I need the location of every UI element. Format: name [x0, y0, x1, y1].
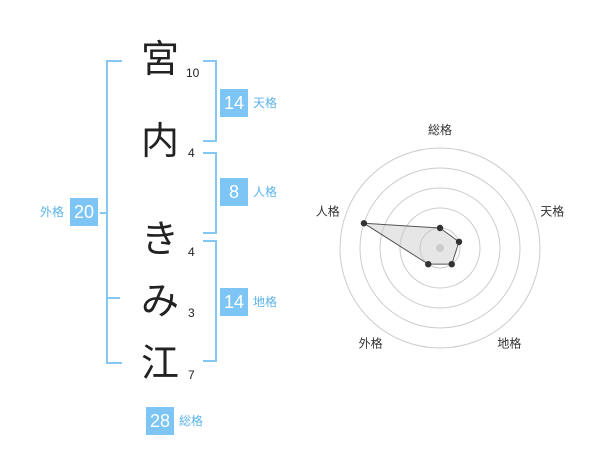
- radar-axis-label: 人格: [316, 204, 340, 219]
- radar-axis-label: 天格: [540, 204, 564, 219]
- gaikaku-connector: [100, 212, 106, 214]
- jinkaku-label: 人格: [253, 185, 278, 199]
- radar-ring: [379, 187, 501, 309]
- gaikaku-bracket-tick: [106, 297, 120, 299]
- radar-area: [363, 222, 460, 265]
- radar-center: [436, 244, 444, 252]
- radar-point: [360, 220, 368, 227]
- radar-point: [425, 260, 432, 268]
- name-char: き: [140, 217, 179, 261]
- tenkaku-label: 天格: [253, 96, 278, 110]
- name-char: 宮: [140, 37, 179, 81]
- gaikaku-bracket: [106, 60, 122, 364]
- radar-ring: [339, 147, 541, 349]
- stroke-count: 3: [188, 306, 195, 320]
- name-char: 江: [140, 341, 179, 385]
- tenkaku-bracket: [203, 60, 217, 142]
- name-char: み: [140, 279, 179, 323]
- radar-point: [436, 224, 444, 232]
- soukaku-value: 28: [146, 407, 174, 435]
- radar-axis-label: 総格: [428, 122, 452, 137]
- stroke-count: 4: [188, 245, 195, 259]
- stroke-count: 10: [186, 66, 200, 80]
- gaikaku-label: 外格: [40, 205, 65, 219]
- stroke-count: 4: [188, 146, 195, 160]
- chikaku-value: 14: [220, 288, 248, 316]
- chikaku-label: 地格: [253, 295, 278, 309]
- name-char: 内: [140, 119, 179, 163]
- chikaku-bracket: [203, 240, 217, 362]
- gaikaku-value: 20: [70, 198, 98, 226]
- radar-axis-label: 地格: [497, 335, 521, 350]
- radar-point: [448, 260, 455, 268]
- stroke-count: 7: [188, 368, 195, 382]
- tenkaku-value: 14: [220, 89, 248, 117]
- radar-ring: [399, 207, 481, 289]
- jinkaku-value: 8: [220, 178, 248, 206]
- radar-ring: [359, 167, 521, 329]
- radar-axis-label: 外格: [359, 335, 383, 350]
- soukaku-label: 総格: [179, 414, 204, 428]
- radar-point: [455, 238, 463, 246]
- jinkaku-bracket: [203, 152, 217, 234]
